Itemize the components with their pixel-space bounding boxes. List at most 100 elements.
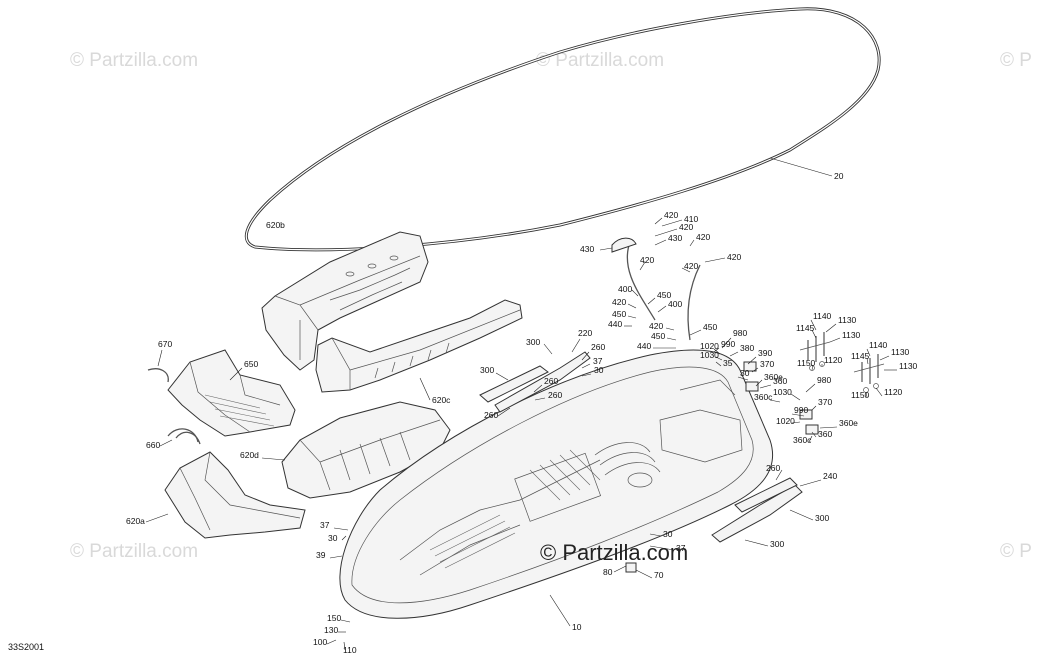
callout-leader	[666, 337, 677, 341]
watermark: © Partzilla.com	[536, 50, 664, 71]
callout-label[interactable]: 990	[721, 339, 735, 349]
callout-label[interactable]: 390	[758, 348, 772, 358]
callout-leader	[657, 305, 667, 313]
callout-label[interactable]: 1150	[851, 390, 870, 400]
callout-label[interactable]: 260	[548, 390, 562, 400]
callout-label[interactable]: 70	[654, 570, 664, 580]
callout-label[interactable]: 660	[146, 440, 160, 450]
callout-label[interactable]: 100	[313, 637, 327, 647]
callout-label[interactable]: 370	[760, 359, 774, 369]
callout-label[interactable]: 35	[723, 358, 733, 368]
callout-label[interactable]: 30	[663, 529, 673, 539]
callout-label[interactable]: 1120	[884, 387, 903, 397]
watermark-layer: © Partzilla.com © Partzilla.com © P © Pa…	[70, 50, 1032, 562]
callout-label[interactable]: 1130	[838, 315, 857, 325]
callout-label[interactable]: 420	[679, 222, 693, 232]
callout-leader	[810, 319, 817, 331]
callout-label[interactable]: 1150	[797, 358, 816, 368]
callout-label[interactable]: 130	[324, 625, 338, 635]
callout-label[interactable]: 260	[591, 342, 605, 352]
callout-label[interactable]: 1130	[899, 361, 918, 371]
callout-label[interactable]: 20	[834, 171, 844, 181]
callout-label[interactable]: 980	[817, 375, 831, 385]
callout-label[interactable]: 1145	[796, 323, 815, 333]
callout-label[interactable]: 620a	[126, 516, 145, 526]
callout-label[interactable]: 360	[818, 429, 832, 439]
callout-label[interactable]: 37	[320, 520, 330, 530]
callout-label[interactable]: 620d	[240, 450, 259, 460]
callout-leader	[811, 405, 817, 411]
callout-label[interactable]: 30	[740, 368, 750, 378]
callout-label[interactable]: 670	[158, 339, 172, 349]
callout-label[interactable]: 10	[572, 622, 582, 632]
callout-label[interactable]: 430	[668, 233, 682, 243]
callout-label[interactable]: 400	[668, 299, 682, 309]
callout-label[interactable]: 980	[733, 328, 747, 338]
callout-leader	[715, 356, 723, 361]
callout-label[interactable]: 410	[684, 214, 698, 224]
callout-label[interactable]: 1140	[869, 340, 888, 350]
callout-label[interactable]: 420	[727, 252, 741, 262]
callout-label[interactable]: 260	[544, 376, 558, 386]
callout-label[interactable]: 990	[794, 405, 808, 415]
callout-label[interactable]: 380	[740, 343, 754, 353]
callout-label[interactable]: 110	[343, 645, 357, 655]
callout-label[interactable]: 360c	[754, 392, 773, 402]
callout-label[interactable]: 30	[594, 365, 604, 375]
callout-label[interactable]: 420	[664, 210, 678, 220]
callout-label[interactable]: 150	[327, 613, 341, 623]
callout-label[interactable]: 1120	[824, 355, 843, 365]
callout-label[interactable]: 80	[603, 567, 613, 577]
callout-leader	[340, 619, 351, 623]
callout-label[interactable]: 1030	[700, 350, 719, 360]
callout-leader	[808, 435, 813, 443]
side-trim-220	[479, 351, 591, 413]
callout-label[interactable]: 420	[612, 297, 626, 307]
callout-label[interactable]: 1030	[773, 387, 792, 397]
callout-leader	[775, 469, 783, 481]
callout-label[interactable]: 370	[818, 397, 832, 407]
callout-label[interactable]: 400	[618, 284, 632, 294]
callout-label[interactable]: 650	[244, 359, 258, 369]
callout-label[interactable]: 300	[770, 539, 784, 549]
callout-leader	[157, 349, 163, 367]
callout-label[interactable]: 240	[823, 471, 837, 481]
callout-label[interactable]: 620c	[432, 395, 451, 405]
callout-leader	[811, 431, 817, 438]
callout-label[interactable]: 620b	[266, 220, 285, 230]
callout-label[interactable]: 430	[580, 244, 594, 254]
callout-label[interactable]: 220	[578, 328, 592, 338]
callout-label[interactable]: 420	[696, 232, 710, 242]
side-rail-620c	[315, 299, 523, 393]
callout-label[interactable]: 260	[766, 463, 780, 473]
callout-leader	[661, 219, 683, 227]
callout-label[interactable]: 300	[480, 365, 494, 375]
callout-label[interactable]: 1145	[851, 351, 870, 361]
callout-label[interactable]: 360e	[839, 418, 858, 428]
callout-label[interactable]: 450	[657, 290, 671, 300]
callout-label[interactable]: 450	[651, 331, 665, 341]
callout-label[interactable]: 30	[328, 533, 338, 543]
callout-label[interactable]: 420	[640, 255, 654, 265]
callout-label[interactable]: 300	[815, 513, 829, 523]
callout-label[interactable]: 360	[773, 376, 787, 386]
callout-label[interactable]: 37	[676, 543, 686, 553]
callout-label[interactable]: 420	[684, 261, 698, 271]
callout-label[interactable]: 420	[649, 321, 663, 331]
callout-label[interactable]: 37	[593, 356, 603, 366]
callout-leader	[329, 555, 343, 559]
callout-label[interactable]: 1130	[842, 330, 861, 340]
callout-label[interactable]: 260	[484, 410, 498, 420]
callout-label[interactable]: 440	[637, 341, 651, 351]
callout-label[interactable]: 300	[526, 337, 540, 347]
callout-label[interactable]: 440	[608, 319, 622, 329]
callout-label[interactable]: 39	[316, 550, 326, 560]
callout-label[interactable]: 1140	[813, 311, 832, 321]
callout-label[interactable]: 360c	[793, 435, 812, 445]
callout-label[interactable]: 1130	[891, 347, 910, 357]
callout-label[interactable]: 360e	[764, 372, 783, 382]
callout-label[interactable]: 1020	[700, 341, 719, 351]
callout-label[interactable]: 450	[612, 309, 626, 319]
callout-label[interactable]: 1020	[776, 416, 795, 426]
callout-label[interactable]: 450	[703, 322, 717, 332]
